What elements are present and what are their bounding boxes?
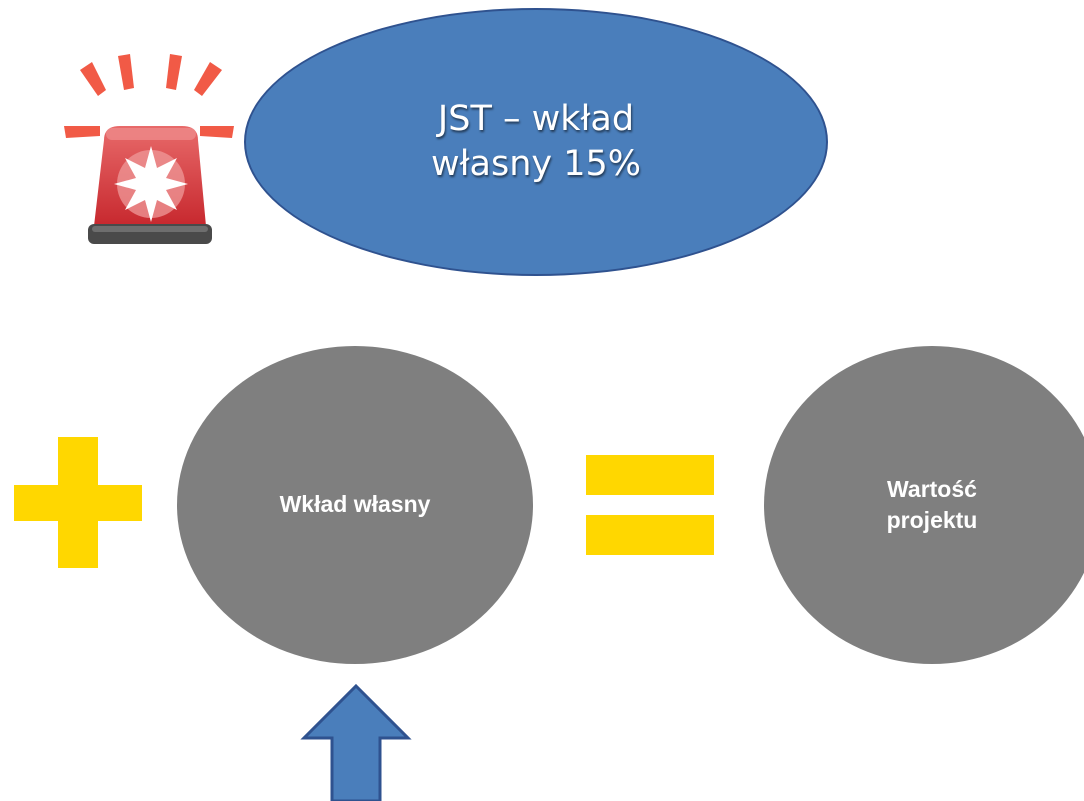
own-contribution-label: Wkład własny [279,491,431,518]
equals-icon [586,455,714,495]
title-line-1: JST – wkład [437,98,635,139]
title-line-2: własny 15% [430,144,642,184]
title-ellipse: JST – wkład własny 15% [244,8,828,276]
equals-icon-bottom-bar [586,515,714,555]
project-value-label-line-1: Wartość [887,475,977,502]
project-value-circle: Wartość projektu [764,346,1084,664]
up-arrow-icon [300,683,412,801]
plus-icon [14,485,142,521]
siren-alert-icon [64,54,234,244]
project-value-label-line-2: projektu [886,507,978,533]
own-contribution-circle: Wkład własny [177,346,533,664]
